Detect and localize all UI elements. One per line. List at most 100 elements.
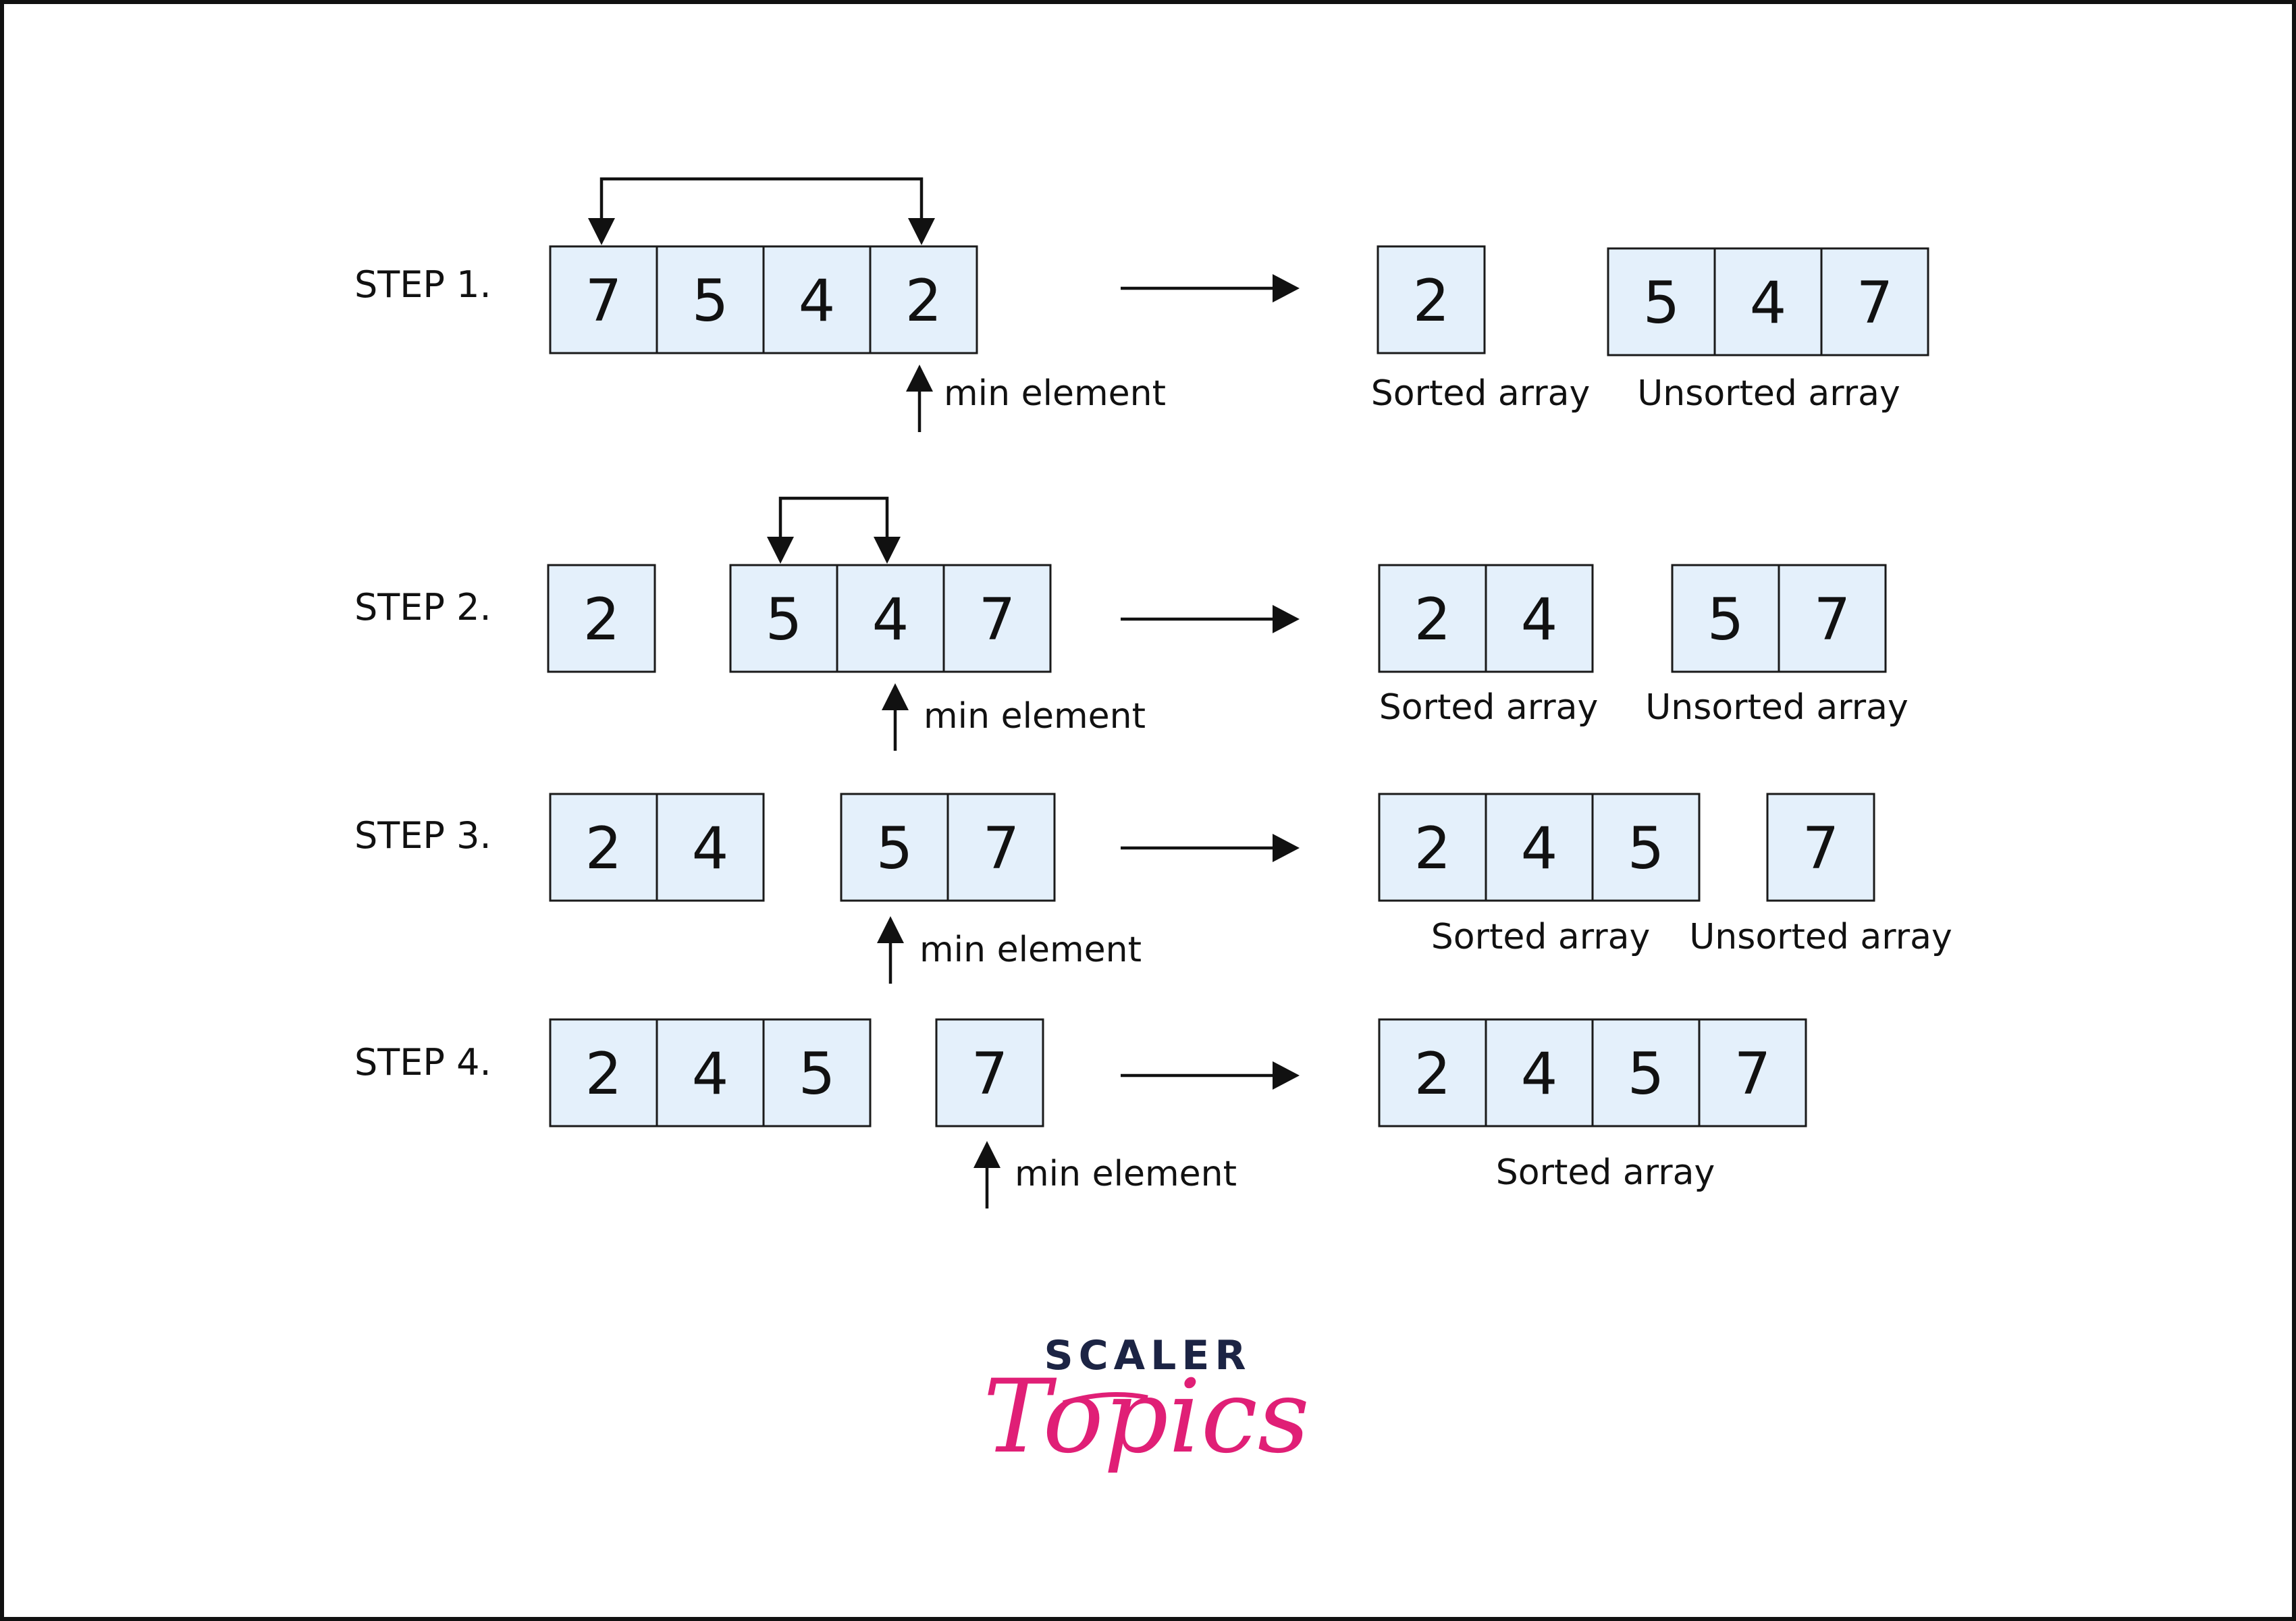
array-cell	[1698, 1018, 1807, 1127]
array-cell	[836, 564, 945, 673]
min-element-arrow	[882, 683, 909, 751]
unsorted-array-caption: Unsorted array	[1645, 687, 1908, 728]
cell-value: 2	[1414, 1040, 1451, 1108]
step-label: STEP 2.	[354, 586, 491, 629]
array-cell	[869, 245, 978, 354]
cell-value: 4	[1750, 269, 1787, 337]
cell-value: 7	[979, 586, 1016, 654]
unsorted-array: 7	[1766, 793, 1875, 902]
min-element-label: min element	[944, 373, 1166, 414]
cell-value: 5	[1643, 269, 1680, 337]
cell-value: 4	[872, 586, 909, 654]
min-element-label: min element	[919, 930, 1142, 970]
sorted-array-caption: Sorted array	[1371, 373, 1590, 414]
cell-value: 2	[1413, 267, 1450, 335]
array-cell	[1591, 793, 1701, 902]
cell-value: 5	[799, 1040, 836, 1108]
cell-value: 5	[1628, 815, 1665, 882]
input-array: 2	[547, 564, 656, 673]
array-cell	[549, 793, 658, 902]
cell-value: 4	[692, 1040, 729, 1108]
array-cell	[549, 245, 658, 354]
cell-value: 7	[1857, 269, 1894, 337]
array-cell	[1378, 1018, 1487, 1127]
cell-value: 5	[1707, 586, 1744, 654]
cell-value: 7	[983, 815, 1020, 882]
cell-value: 2	[1414, 815, 1451, 882]
array-cell	[547, 564, 656, 673]
cell-value: 2	[585, 1040, 622, 1108]
array-cell	[656, 1018, 765, 1127]
cell-value: 4	[1521, 1040, 1558, 1108]
array-cell	[656, 793, 765, 902]
min-element-arrow	[877, 916, 904, 984]
array-cell	[762, 245, 872, 354]
cell-value: 4	[692, 815, 729, 882]
array-cell	[1766, 793, 1875, 902]
cell-value: 7	[1803, 815, 1840, 882]
min-element-label: min element	[1015, 1154, 1237, 1194]
array-cell	[935, 1018, 1044, 1127]
array-cell	[1485, 564, 1594, 673]
array-cell	[1607, 247, 1716, 356]
array-cell	[946, 793, 1056, 902]
swap-bracket	[767, 496, 901, 564]
array-cell	[1591, 1018, 1701, 1127]
logo-scaler-text: SCALER	[1044, 1332, 1251, 1379]
logo-topics-text: Topics	[983, 1358, 1310, 1476]
cell-value: 4	[799, 267, 836, 335]
array-cell	[1378, 793, 1487, 902]
array-cell	[942, 564, 1052, 673]
sorted-array: 2	[1377, 245, 1486, 354]
input-array: 2 4 5	[549, 1018, 872, 1127]
array-cell	[729, 564, 838, 673]
transition-arrow	[1121, 1061, 1300, 1090]
step-label: STEP 1.	[354, 263, 491, 306]
min-element-arrow	[906, 365, 933, 432]
min-element-arrow	[973, 1141, 1000, 1208]
cell-value: 4	[1521, 815, 1558, 882]
input-array: 5 4 7	[729, 564, 1052, 673]
sorted-array: 2 4 5	[1378, 793, 1701, 902]
transition-arrow	[1121, 605, 1300, 633]
cell-value: 5	[876, 815, 913, 882]
sorted-array-caption: Sorted array	[1496, 1152, 1715, 1193]
array-cell	[1778, 564, 1887, 673]
min-element-label: min element	[924, 696, 1146, 737]
array-cell	[1713, 247, 1823, 356]
array-cell	[1377, 245, 1486, 354]
sorted-array-caption: Sorted array	[1379, 687, 1598, 728]
cell-value: 7	[1814, 586, 1851, 654]
step-label: STEP 4.	[354, 1041, 491, 1084]
step-label: STEP 3.	[354, 814, 491, 857]
step-2: STEP 2. min element Sorted array Unsorted a…	[354, 586, 1908, 737]
step-4: STEP 4. min element Sorted array	[354, 1041, 1715, 1194]
cell-value: 5	[692, 267, 729, 335]
sorted-array-caption: Sorted array	[1431, 917, 1650, 957]
array-cell	[1485, 793, 1594, 902]
cell-value: 7	[585, 267, 622, 335]
cell-value: 4	[1521, 586, 1558, 654]
transition-arrow	[1121, 274, 1300, 302]
cell-value: 2	[585, 815, 622, 882]
input-array: 7	[935, 1018, 1044, 1127]
array-cell	[656, 245, 765, 354]
logo-swoosh	[1062, 1392, 1148, 1406]
cell-value: 2	[1414, 586, 1451, 654]
array-cell	[762, 1018, 872, 1127]
unsorted-array: 5 4 7	[1607, 247, 1929, 356]
transition-arrow	[1121, 834, 1300, 862]
cell-value: 7	[971, 1040, 1009, 1108]
cell-value: 5	[766, 586, 803, 654]
array-cell	[1820, 247, 1929, 356]
cell-value: 2	[905, 267, 942, 335]
